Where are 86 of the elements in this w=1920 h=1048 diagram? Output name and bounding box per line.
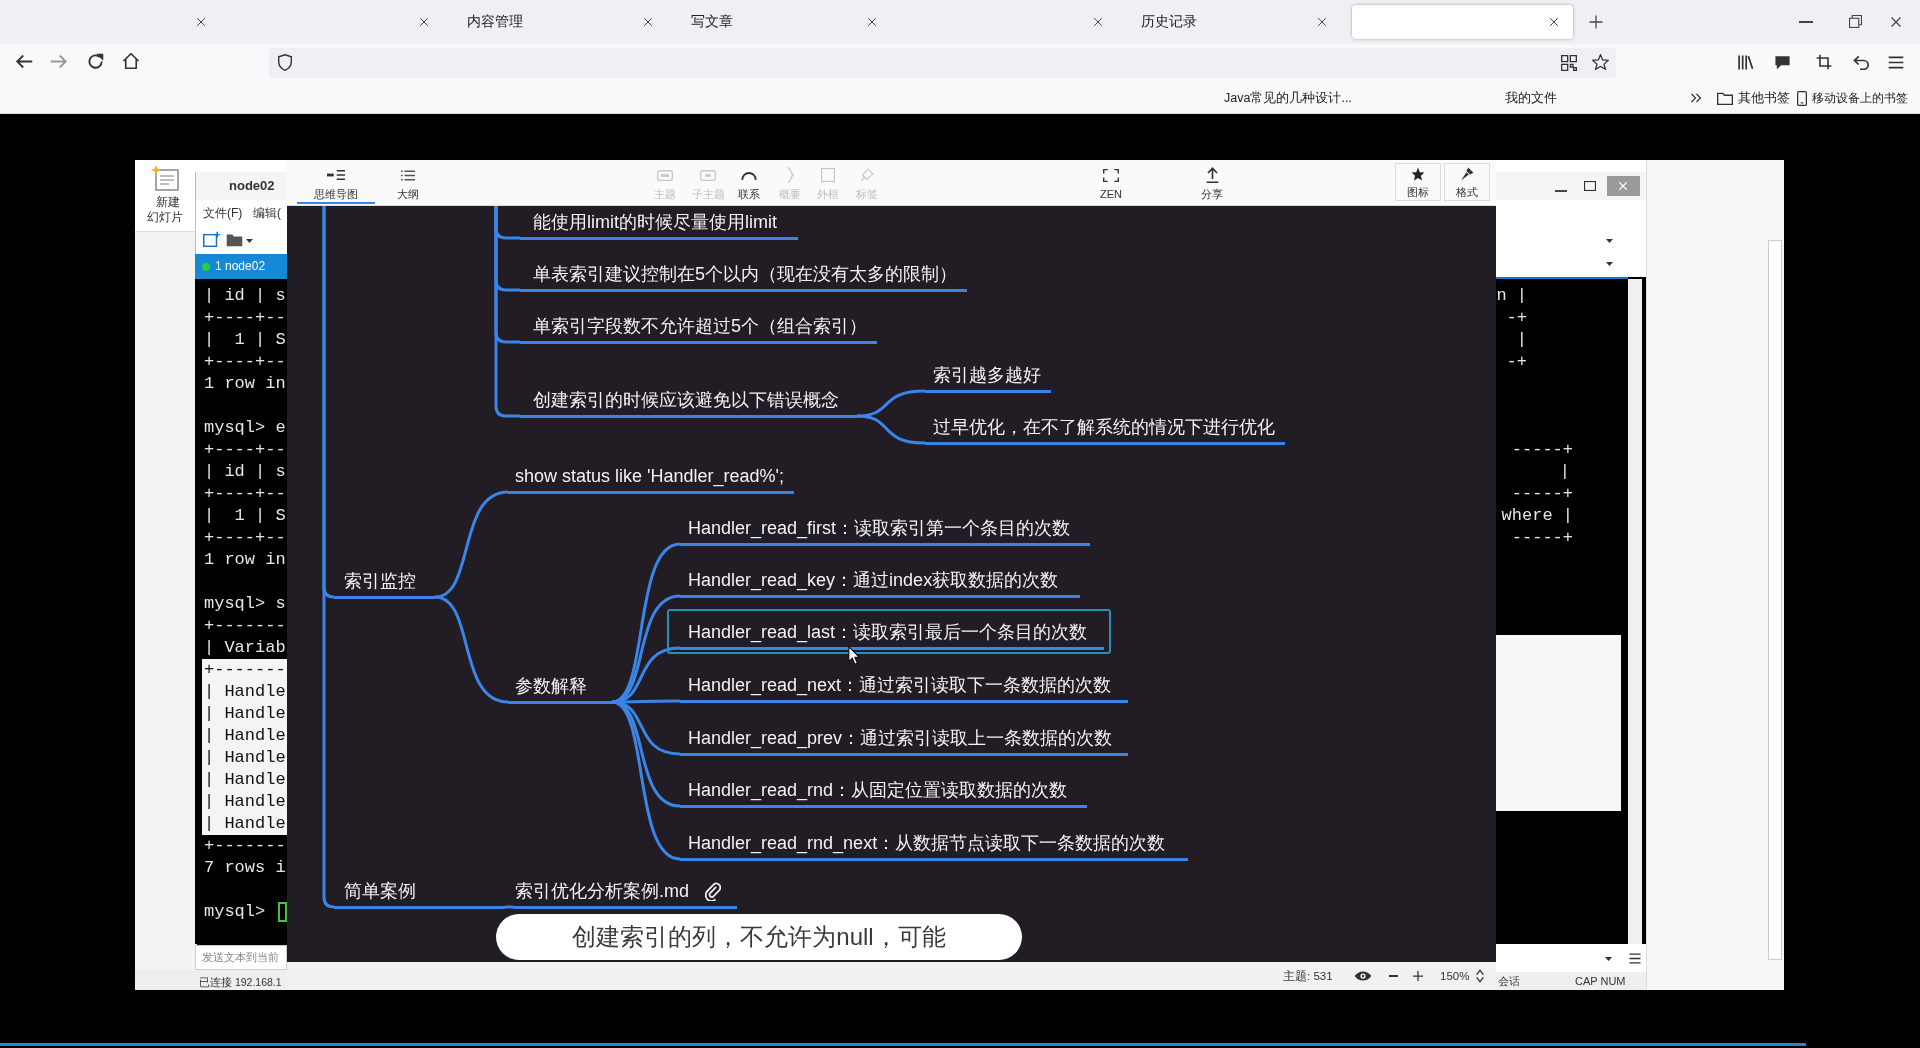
terminal-line: | bbox=[1516, 329, 1527, 351]
tab-title: 内容管理 bbox=[467, 14, 523, 29]
icons-button: 图标 bbox=[1395, 163, 1441, 201]
tab-title: 1 node02 bbox=[215, 259, 266, 273]
topic-text: 参数解释 bbox=[515, 674, 587, 698]
bookmark-link: 我的文件 bbox=[1505, 90, 1557, 107]
topic-text: 过早优化，在不了解系统的情况下进行优化 bbox=[933, 415, 1275, 439]
topic-text: Handler_read_rnd_next：从数据节点读取下一条数据的次数 bbox=[688, 831, 1166, 855]
terminal-line: -+ bbox=[1506, 351, 1527, 373]
terminal-line: -----+ bbox=[1511, 483, 1573, 505]
terminal-line: | Handle bbox=[204, 747, 286, 769]
terminal-line: | Handle bbox=[204, 703, 286, 725]
menu-item: 编辑( bbox=[253, 205, 281, 221]
terminal-line: | 1 | S bbox=[204, 505, 286, 527]
topic-text: Handler_read_next：通过索引读取下一条数据的次数 bbox=[688, 673, 1112, 697]
topic-text: Handler_read_first：读取索引第一个条目的次数 bbox=[688, 516, 1071, 540]
terminal-line: +----+-- bbox=[204, 307, 286, 329]
keyboard-status-text: CAP NUM bbox=[1575, 974, 1626, 989]
terminal-line: mysql> e bbox=[204, 417, 286, 439]
terminal-line: +----+-- bbox=[204, 527, 286, 549]
branch-line bbox=[322, 206, 336, 909]
topic-count-text: 主题: 531 bbox=[1283, 969, 1333, 984]
terminal-line: 1 row in bbox=[204, 549, 286, 571]
mind-map-tab: 思维导图 bbox=[297, 163, 375, 204]
menu-item: 文件(F) bbox=[203, 205, 243, 221]
terminal-line: | Variab bbox=[204, 637, 286, 659]
bookmark-folder: 移动设备上的书签 bbox=[1797, 89, 1908, 107]
topic-text: Handler_read_rnd：从固定位置读取数据的次数 bbox=[688, 778, 1068, 802]
terminal-line: 1 row in bbox=[204, 373, 286, 395]
terminal-line: +------- bbox=[204, 659, 286, 681]
topic-text: 索引监控 bbox=[344, 569, 416, 593]
branch-line bbox=[434, 595, 509, 704]
toolbar-label: 大纲 bbox=[397, 187, 419, 201]
terminal-line: | id | s bbox=[204, 285, 286, 307]
button-label: 新建幻灯片 bbox=[146, 195, 184, 225]
topic-text: Handler_read_last：读取索引最后一个条目的次数 bbox=[688, 620, 1088, 644]
format-button: 格式 bbox=[1444, 163, 1490, 201]
terminal-line: +----+-- bbox=[204, 483, 286, 505]
toolbar-label: ZEN bbox=[1100, 187, 1122, 201]
terminal-line: 7 rows i bbox=[204, 857, 286, 879]
terminal-line: +------- bbox=[204, 615, 286, 637]
terminal-line: | 1 | S bbox=[204, 329, 286, 351]
terminal-line: | Handle bbox=[204, 791, 286, 813]
terminal-line: -+ bbox=[1506, 307, 1527, 329]
terminal-line: +------- bbox=[204, 835, 286, 857]
connection-status-text: 已连接 192.168.1 bbox=[199, 975, 282, 990]
topic-text: Handler_read_prev：通过索引读取上一条数据的次数 bbox=[688, 726, 1113, 750]
topic-text: Handler_read_key：通过index获取数据的次数 bbox=[688, 568, 1059, 592]
zoom-level-text: 150% bbox=[1440, 969, 1470, 984]
terminal-line: mysql> s bbox=[204, 593, 286, 615]
window-title: node02 bbox=[229, 178, 275, 194]
bookmark-link: Java常见的几种设计... bbox=[1224, 90, 1352, 107]
bookmark-folder: 其他书签 bbox=[1717, 89, 1790, 107]
tab-title: 历史记录 bbox=[1141, 14, 1197, 29]
terminal-line: | Handle bbox=[204, 725, 286, 747]
tab-title: 写文章 bbox=[691, 14, 733, 29]
note-popup bbox=[496, 914, 1022, 960]
note-text: 创建索引的列，不允许为null，可能 bbox=[572, 923, 946, 950]
toolbar-label: 分享 bbox=[1201, 187, 1223, 201]
session-status-text: 会话 bbox=[1498, 974, 1520, 989]
toolbar-label: 外框 bbox=[817, 187, 839, 201]
topic-text: 单索引字段数不允许超过5个（组合索引） bbox=[533, 314, 867, 338]
terminal-line: mysql> bbox=[204, 901, 266, 923]
terminal-line: | id | s bbox=[204, 461, 286, 483]
terminal-line: | Handle bbox=[204, 813, 286, 835]
terminal-line: | bbox=[1559, 461, 1570, 483]
terminal-line: | Handle bbox=[204, 681, 286, 703]
topic-text: 创建索引的时候应该避免以下错误概念 bbox=[533, 388, 839, 412]
branch-line bbox=[856, 389, 926, 418]
terminal-line: | Handle bbox=[204, 769, 286, 791]
topic-text: 能使用limit的时候尽量使用limit bbox=[533, 210, 777, 234]
terminal-line: n | bbox=[1496, 285, 1527, 307]
topic-text: 简单案例 bbox=[344, 879, 416, 903]
terminal-line: +----+-- bbox=[204, 351, 286, 373]
terminal-line: where | bbox=[1501, 505, 1573, 527]
terminal-line: +----+-- bbox=[204, 439, 286, 461]
terminal-line: -----+ bbox=[1511, 439, 1573, 461]
topic-text: 索引越多越好 bbox=[933, 363, 1041, 387]
branch-line bbox=[434, 490, 509, 599]
text-input-field: 发送文本到当前 bbox=[195, 945, 287, 970]
topic-text: 索引优化分析案例.md bbox=[515, 879, 689, 903]
topic-text: 单表索引建议控制在5个以内（现在没有太多的限制） bbox=[533, 262, 957, 286]
branch-line bbox=[505, 905, 513, 909]
branch-line bbox=[856, 414, 926, 445]
topic-text: show status like 'Handler_read%'; bbox=[515, 464, 784, 488]
terminal-line: -----+ bbox=[1511, 527, 1573, 549]
